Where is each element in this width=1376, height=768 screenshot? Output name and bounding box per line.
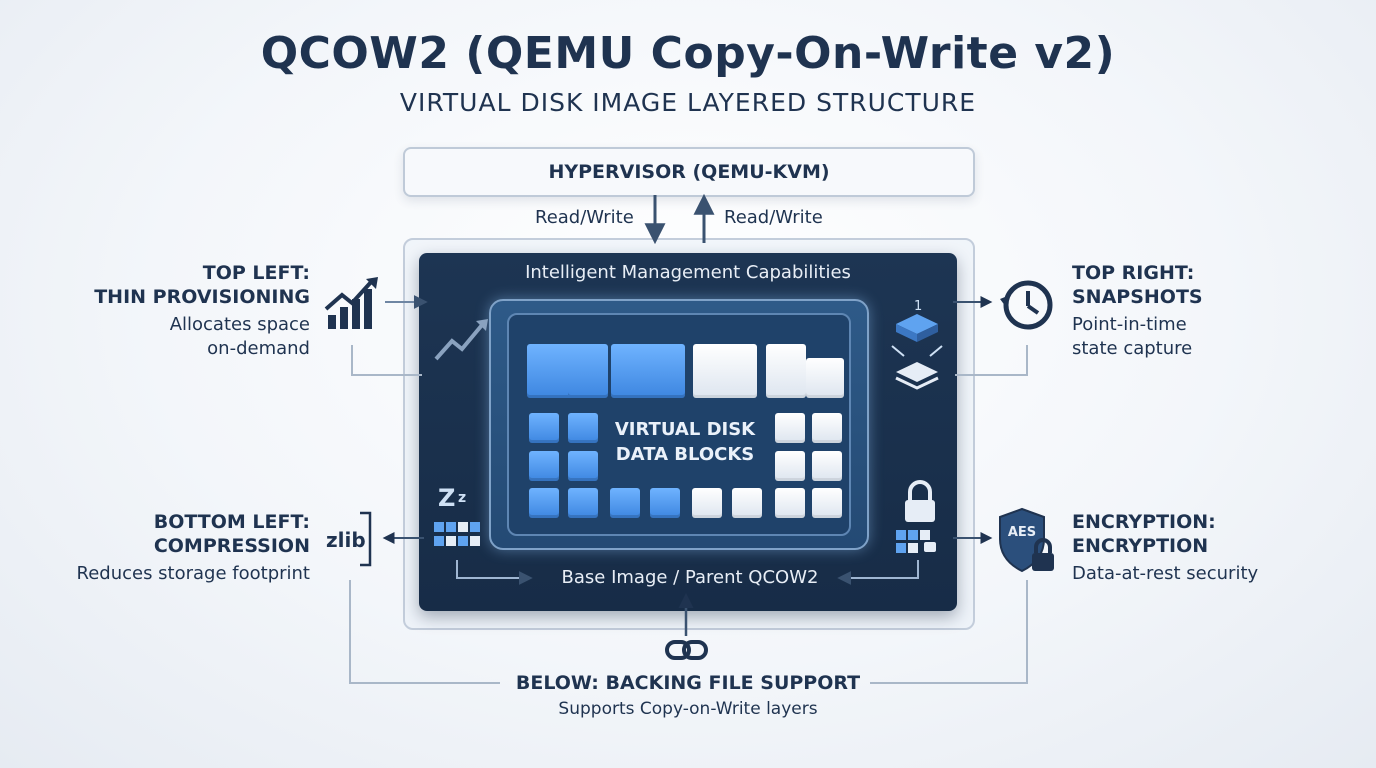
thin-provisioning-desc2: on-demand xyxy=(207,338,310,359)
data-blocks-label-line2: DATA BLOCKS xyxy=(615,444,755,465)
data-block xyxy=(692,488,722,518)
data-block xyxy=(529,488,559,518)
compression-heading2: COMPRESSION xyxy=(153,535,310,557)
data-block xyxy=(775,488,805,518)
encryption-heading2: ENCRYPTION xyxy=(1072,535,1209,557)
compression-desc1: Reduces storage footprint xyxy=(76,563,311,584)
data-block xyxy=(568,344,608,398)
backing-file-heading: BELOW: BACKING FILE SUPPORT xyxy=(515,672,861,694)
encryption-callout: ENCRYPTION: ENCRYPTION Data-at-rest secu… xyxy=(1072,510,1332,586)
zip-compress-icon: Z z xyxy=(434,484,480,546)
base-image-label: Base Image / Parent QCOW2 xyxy=(561,567,819,588)
clock-history-icon xyxy=(1000,280,1053,330)
snapshots-heading1: TOP RIGHT: xyxy=(1072,262,1195,284)
data-block xyxy=(812,451,842,481)
snapshots-callout: TOP RIGHT: SNAPSHOTS Point-in-time state… xyxy=(1072,261,1332,361)
svg-text:z: z xyxy=(458,490,466,506)
data-blocks-label-line1: VIRTUAL DISK xyxy=(614,419,756,440)
chain-link-icon xyxy=(665,640,708,660)
data-block xyxy=(766,344,806,398)
aes-badge: AES xyxy=(1007,525,1037,540)
shield-lock-icon: AES xyxy=(996,505,1060,575)
read-write-left-label: Read/Write xyxy=(535,207,634,228)
encryption-heading1: ENCRYPTION: xyxy=(1072,511,1216,533)
data-block xyxy=(775,413,805,443)
data-block xyxy=(806,358,844,398)
data-block xyxy=(812,488,842,518)
data-block xyxy=(568,413,598,443)
backing-file-desc: Supports Copy-on-Write layers xyxy=(558,699,818,719)
svg-text:1: 1 xyxy=(914,299,922,314)
data-block xyxy=(812,413,842,443)
compression-heading1: BOTTOM LEFT: xyxy=(153,511,310,533)
snapshots-heading2: SNAPSHOTS xyxy=(1072,286,1203,308)
data-block xyxy=(732,488,762,518)
management-panel-title: Intelligent Management Capabilities xyxy=(525,262,851,283)
zlib-badge: zlib xyxy=(326,528,366,552)
data-block xyxy=(650,488,680,518)
svg-text:Z: Z xyxy=(438,484,455,512)
thin-provisioning-desc1: Allocates space xyxy=(169,314,310,335)
encryption-desc1: Data-at-rest security xyxy=(1072,563,1259,584)
compression-callout: BOTTOM LEFT: COMPRESSION Reduces storage… xyxy=(30,510,311,586)
thin-provisioning-callout: TOP LEFT: THIN PROVISIONING Allocates sp… xyxy=(60,261,310,361)
data-block xyxy=(568,451,598,481)
page-subtitle: VIRTUAL DISK IMAGE LAYERED STRUCTURE xyxy=(399,88,977,117)
zlib-bracket xyxy=(360,511,372,567)
hypervisor-label: HYPERVISOR (QEMU-KVM) xyxy=(548,161,830,183)
bar-chart-growth-icon xyxy=(324,277,378,329)
data-block xyxy=(529,413,559,443)
data-block xyxy=(693,344,757,398)
data-block xyxy=(775,451,805,481)
data-block xyxy=(568,488,598,518)
trend-up-icon xyxy=(434,319,488,361)
snapshots-desc2: state capture xyxy=(1072,338,1193,359)
thin-provisioning-heading1: TOP LEFT: xyxy=(202,262,310,284)
page-title: QCOW2 (QEMU Copy-On-Write v2) xyxy=(260,28,1116,79)
read-write-right-label: Read/Write xyxy=(724,207,823,228)
lock-icon xyxy=(896,480,936,553)
hypervisor-box: HYPERVISOR (QEMU-KVM) xyxy=(403,147,975,197)
snapshots-desc1: Point-in-time xyxy=(1072,314,1187,335)
thin-provisioning-heading2: THIN PROVISIONING xyxy=(94,286,310,308)
data-blocks-label: VIRTUAL DISK DATA BLOCKS xyxy=(590,417,780,467)
data-block xyxy=(610,488,640,518)
data-block xyxy=(611,344,685,398)
stacked-layers-icon: 1 xyxy=(891,299,943,390)
data-block xyxy=(529,451,559,481)
